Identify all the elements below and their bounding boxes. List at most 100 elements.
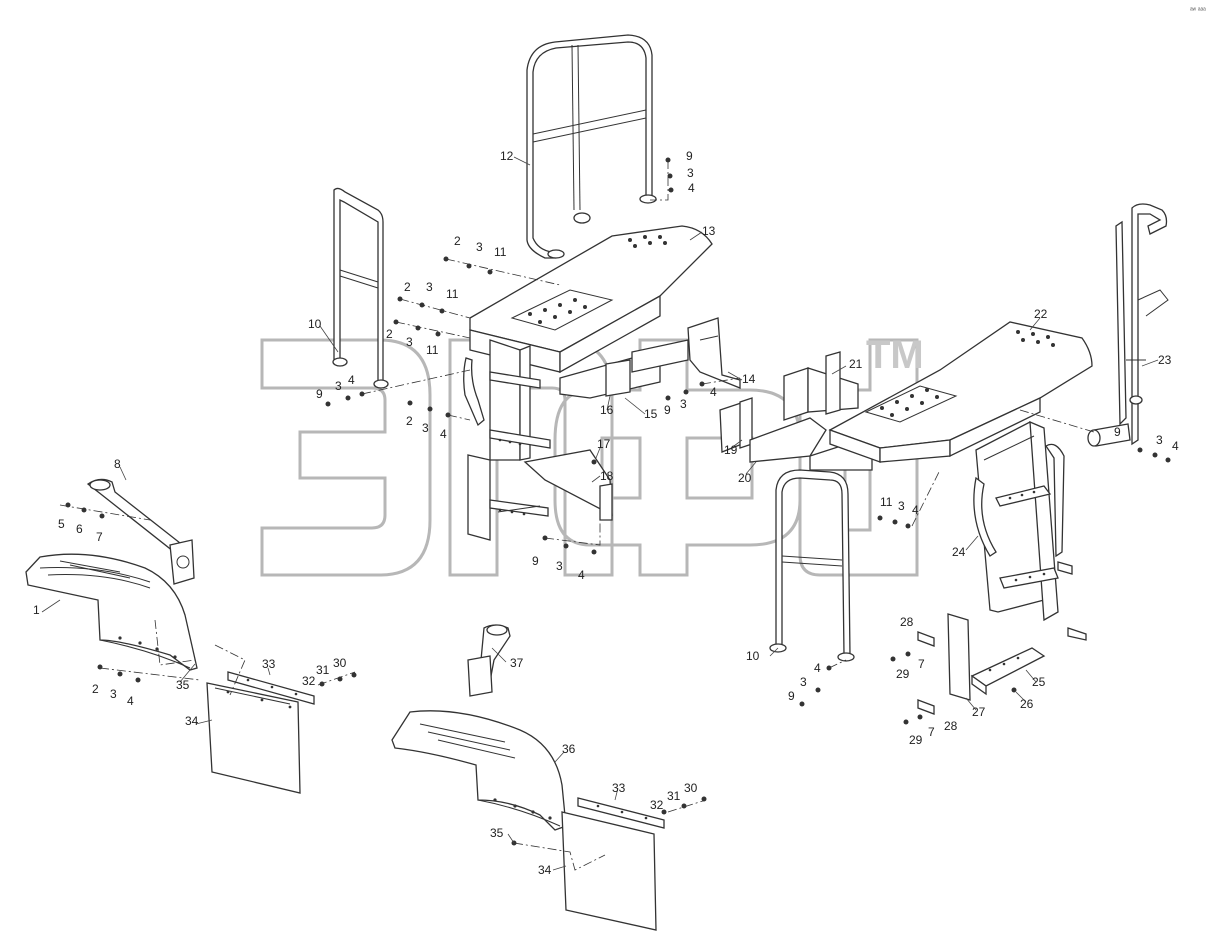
callout-16: 16 — [600, 403, 614, 417]
callout-3: 3 — [476, 240, 483, 254]
callout-7: 7 — [918, 657, 925, 671]
callout-3: 3 — [800, 675, 807, 689]
callout-35: 35 — [176, 678, 190, 692]
callout-33: 33 — [612, 781, 626, 795]
part-mud-flap-right — [561, 811, 657, 931]
callout-8: 8 — [114, 457, 121, 471]
corner-mark: ᵃʷ ᵃᵃᵃ — [1190, 7, 1206, 14]
callout-15: 15 — [644, 407, 658, 421]
callout-32: 32 — [302, 674, 316, 688]
part-handrail-center-10 — [769, 469, 855, 662]
part-fender-right-36 — [391, 710, 567, 831]
part-fender-left — [25, 553, 198, 671]
callout-2: 2 — [92, 682, 99, 696]
callout-4: 4 — [710, 385, 717, 399]
callout-34: 34 — [185, 714, 199, 728]
callout-2: 2 — [454, 234, 461, 248]
callout-23: 23 — [1158, 353, 1172, 367]
callout-7: 7 — [928, 725, 935, 739]
callout-28: 28 — [900, 615, 914, 629]
callout-12: 12 — [500, 149, 514, 163]
callout-37: 37 — [510, 656, 524, 670]
callout-4: 4 — [688, 181, 695, 195]
callout-4: 4 — [348, 373, 355, 387]
part-mud-flap-strip-right — [577, 797, 665, 829]
callout-18: 18 — [600, 469, 614, 483]
callout-29: 29 — [896, 667, 910, 681]
callout-3: 3 — [110, 687, 117, 701]
callout-21: 21 — [849, 357, 863, 371]
callout-labels: 1 8 5 6 7 2 3 4 35 33 31 30 32 34 10 9 3… — [33, 149, 1179, 877]
callout-3: 3 — [556, 559, 563, 573]
callout-35: 35 — [490, 826, 504, 840]
callout-7: 7 — [96, 530, 103, 544]
callout-2: 2 — [406, 414, 413, 428]
callout-30: 30 — [684, 781, 698, 795]
callout-4: 4 — [912, 503, 919, 517]
part-mud-flap-strip-left — [227, 671, 315, 705]
part-step-24 — [973, 420, 1065, 622]
callout-4: 4 — [1172, 439, 1179, 453]
part-clip-28 — [917, 561, 1087, 715]
part-handrail-right-23 — [1087, 203, 1169, 447]
callout-2: 2 — [404, 280, 411, 294]
callout-9: 9 — [664, 403, 671, 417]
callout-9: 9 — [316, 387, 323, 401]
callout-11: 11 — [494, 245, 507, 259]
callout-4: 4 — [440, 427, 447, 441]
part-mud-flap-left — [206, 682, 301, 794]
callout-5: 5 — [58, 517, 65, 531]
callout-32: 32 — [650, 798, 664, 812]
callout-3: 3 — [898, 499, 905, 513]
callout-31: 31 — [316, 663, 330, 677]
callout-24: 24 — [952, 545, 966, 559]
callout-36: 36 — [562, 742, 576, 756]
callout-3: 3 — [422, 421, 429, 435]
callout-9: 9 — [686, 149, 693, 163]
callout-1: 1 — [33, 603, 40, 617]
callout-31: 31 — [667, 789, 681, 803]
part-step-frame-13 — [463, 339, 551, 541]
part-bracket-14 — [687, 317, 741, 389]
callout-4: 4 — [127, 694, 134, 708]
part-bracket-16 — [559, 339, 689, 399]
callout-leaders — [41, 156, 1159, 871]
callout-33: 33 — [262, 657, 276, 671]
callout-19: 19 — [724, 443, 738, 457]
callout-13: 13 — [702, 224, 716, 238]
callout-2: 2 — [386, 327, 393, 341]
part-bracket-21 — [783, 351, 859, 421]
part-bracket-18 — [523, 449, 613, 521]
callout-29: 29 — [909, 733, 923, 747]
callout-30: 30 — [333, 656, 347, 670]
callout-11: 11 — [446, 287, 459, 301]
part-step-25 — [970, 647, 1046, 696]
part-handrail-top-12 — [526, 34, 657, 259]
callout-9: 9 — [532, 554, 539, 568]
callout-4: 4 — [814, 661, 821, 675]
watermark-tm: TM — [866, 333, 924, 377]
callout-11: 11 — [880, 495, 893, 509]
callout-3: 3 — [426, 280, 433, 294]
callout-27: 27 — [972, 705, 986, 719]
watermark-letter-e — [260, 338, 432, 577]
callout-20: 20 — [738, 471, 752, 485]
callout-26: 26 — [1020, 697, 1034, 711]
callout-25: 25 — [1032, 675, 1046, 689]
callout-14: 14 — [742, 372, 756, 386]
callout-6: 6 — [76, 522, 83, 536]
part-fender-bracket-37 — [467, 624, 511, 697]
callout-3: 3 — [335, 379, 342, 393]
callout-10: 10 — [308, 317, 322, 331]
callout-4: 4 — [578, 568, 585, 582]
callout-9: 9 — [788, 689, 795, 703]
callout-17: 17 — [597, 437, 611, 451]
callout-9: 9 — [1114, 425, 1121, 439]
part-plate-27 — [947, 613, 971, 701]
callout-3: 3 — [687, 166, 694, 180]
callout-11: 11 — [426, 343, 439, 357]
callout-3: 3 — [680, 397, 687, 411]
callout-3: 3 — [1156, 433, 1163, 447]
